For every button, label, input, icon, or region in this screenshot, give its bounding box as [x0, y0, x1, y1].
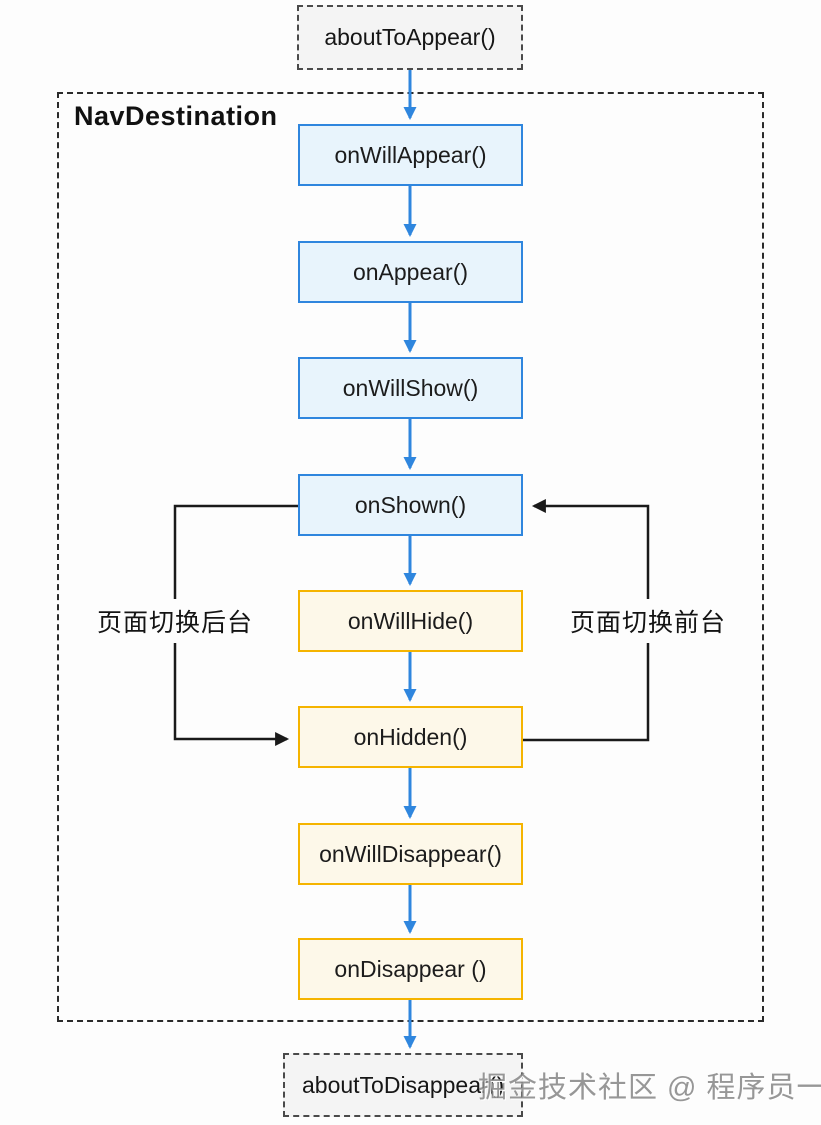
node-onshown: onShown(): [298, 474, 523, 536]
node-onappear: onAppear(): [298, 241, 523, 303]
node-ondisappear-label: onDisappear (): [334, 955, 487, 982]
node-onwilldisappear: onWillDisappear(): [298, 823, 523, 885]
node-onwillhide: onWillHide(): [298, 590, 523, 652]
container-title: NavDestination: [74, 101, 278, 131]
edge-label-switch-to-foreground: 页面切换前台: [558, 599, 738, 643]
node-abouttoappear: aboutToAppear(): [297, 5, 523, 70]
node-onwillshow-label: onWillShow(): [342, 374, 479, 401]
node-onwillshow: onWillShow(): [298, 357, 523, 419]
node-ondisappear: onDisappear (): [298, 938, 523, 1000]
node-onhidden: onHidden(): [298, 706, 523, 768]
node-onwilldisappear-label: onWillDisappear(): [319, 840, 502, 867]
node-onhidden-label: onHidden(): [353, 723, 468, 750]
node-onappear-label: onAppear(): [352, 258, 469, 285]
node-abouttodisappear-label: aboutToDisappear(): [301, 1071, 504, 1098]
node-onwillhide-label: onWillHide(): [347, 607, 474, 634]
node-onshown-label: onShown(): [354, 491, 467, 518]
node-onwillappear: onWillAppear(): [298, 124, 523, 186]
watermark: 掘金技术社区 @ 程序员一鸣: [478, 1072, 821, 1104]
edge-label-switch-to-background: 页面切换后台: [85, 599, 265, 643]
node-onwillappear-label: onWillAppear(): [334, 141, 487, 168]
node-abouttodisappear: aboutToDisappear(): [283, 1053, 523, 1117]
node-abouttoappear-label: aboutToAppear(): [324, 24, 496, 50]
